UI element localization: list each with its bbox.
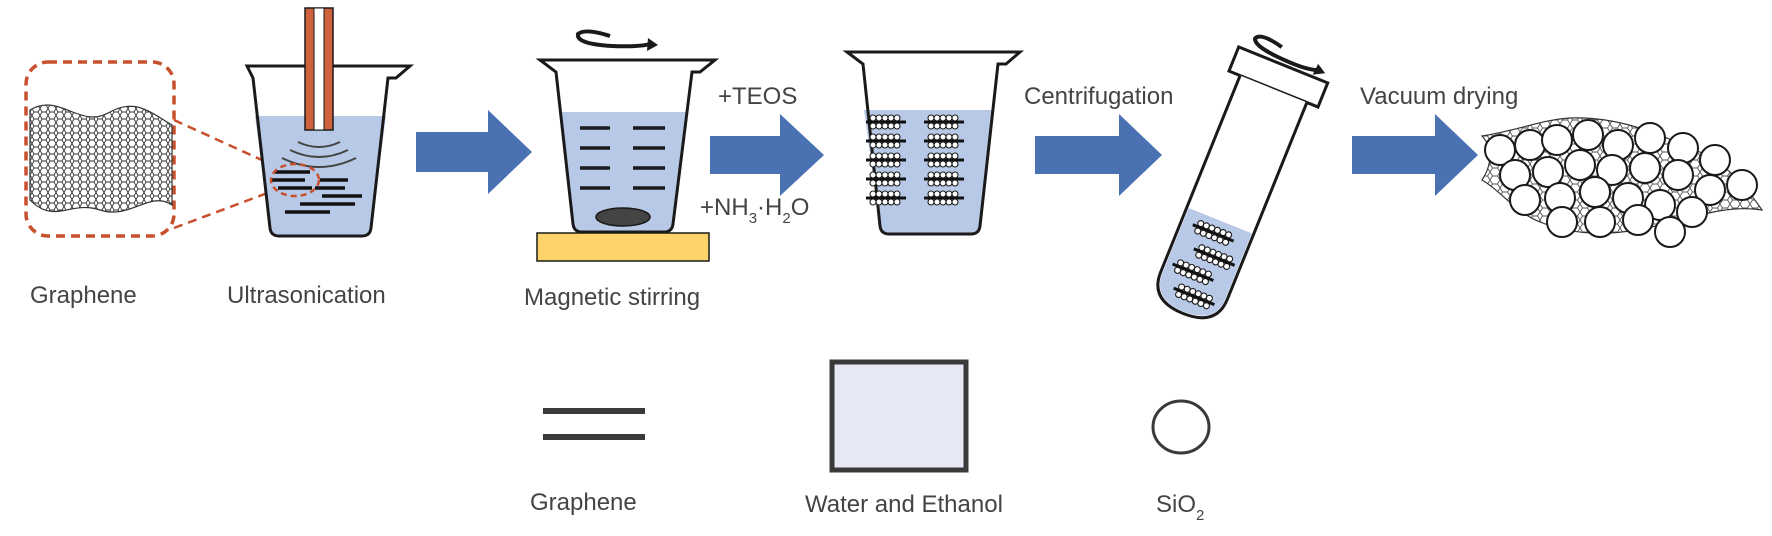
coated-flake — [924, 133, 964, 149]
legend-sio2-label: SiO2 — [1156, 491, 1204, 524]
label-teos: +TEOS — [718, 83, 797, 110]
sio2-sphere — [1596, 154, 1628, 186]
sio2-sphere — [1514, 129, 1546, 161]
legend-graphene-label: Graphene — [530, 489, 637, 516]
centrifuge-tube — [1156, 34, 1330, 320]
coated-graphene-flakes — [866, 114, 964, 206]
sio2-sphere — [1541, 124, 1573, 156]
label-graphene: Graphene — [30, 282, 137, 309]
coated-flake — [866, 190, 906, 206]
coated-flake — [1192, 220, 1235, 246]
rotation-arrow-icon — [1253, 34, 1318, 73]
sio2-sphere — [1662, 159, 1694, 191]
magnetic-stirring-beaker — [535, 29, 720, 262]
coated-flake — [866, 114, 906, 130]
sio2-sphere — [1532, 156, 1564, 188]
sio2-sphere — [1564, 149, 1596, 181]
label-magnetic-stirring: Magnetic stirring — [524, 284, 700, 311]
sio2-sphere — [1676, 196, 1708, 228]
label-vacuum-drying: Vacuum drying — [1360, 83, 1518, 110]
sio2-sphere — [1629, 152, 1661, 184]
sio2-sphere — [1509, 184, 1541, 216]
coated-flake — [924, 190, 964, 206]
process-arrow-3 — [1035, 114, 1162, 196]
sio2-sphere — [1654, 216, 1686, 248]
sio2-graphene-composite — [1480, 117, 1764, 248]
graphene-zoom-box — [24, 60, 276, 238]
coated-flake — [866, 152, 906, 168]
sio2-sphere — [1546, 206, 1578, 238]
label-ultrasonication: Ultrasonication — [227, 282, 386, 309]
sio2-sphere — [1667, 132, 1699, 164]
coated-flake — [866, 171, 906, 187]
sio2-sphere — [1579, 176, 1611, 208]
zoom-circle — [269, 162, 321, 198]
sound-waves — [281, 141, 357, 168]
hotplate — [536, 232, 710, 262]
coating-beaker — [842, 50, 1025, 236]
graphene-flakes — [272, 170, 362, 214]
sio2-sphere — [1699, 144, 1731, 176]
sediment-flakes — [1172, 220, 1236, 310]
process-arrow-2 — [710, 114, 824, 196]
process-arrow-1 — [416, 110, 532, 194]
label-centrifugation: Centrifugation — [1024, 83, 1173, 110]
legend-graphene-symbol — [543, 408, 645, 440]
coated-flake — [1172, 259, 1214, 286]
coated-flake — [924, 114, 964, 130]
graphene-sheet-icon — [29, 104, 173, 213]
coated-flake — [1173, 283, 1215, 310]
sio2-sphere — [1634, 122, 1666, 154]
ultrasonication-beaker — [244, 7, 415, 238]
stir-bar — [595, 207, 651, 227]
coated-flake — [924, 171, 964, 187]
coated-flake — [924, 152, 964, 168]
ultrasonic-probe — [304, 7, 334, 131]
legend-sio2-symbol — [1151, 399, 1211, 455]
legend-water-ethanol-label: Water and Ethanol — [805, 491, 1003, 518]
sio2-sphere — [1572, 119, 1604, 151]
sio2-sphere — [1622, 204, 1654, 236]
legend: Graphene Water and Ethanol SiO2 — [530, 359, 1211, 524]
sio2-sphere — [1694, 174, 1726, 206]
process-arrow-4 — [1352, 114, 1478, 196]
legend-water-ethanol-symbol — [829, 359, 969, 473]
sio2-sphere — [1584, 206, 1616, 238]
coated-flake — [1193, 244, 1236, 270]
label-ammonia: +NH3·H2O — [700, 194, 809, 227]
rotation-arrow-icon — [575, 29, 651, 49]
coated-flake — [866, 133, 906, 149]
sio2-sphere — [1726, 169, 1758, 201]
